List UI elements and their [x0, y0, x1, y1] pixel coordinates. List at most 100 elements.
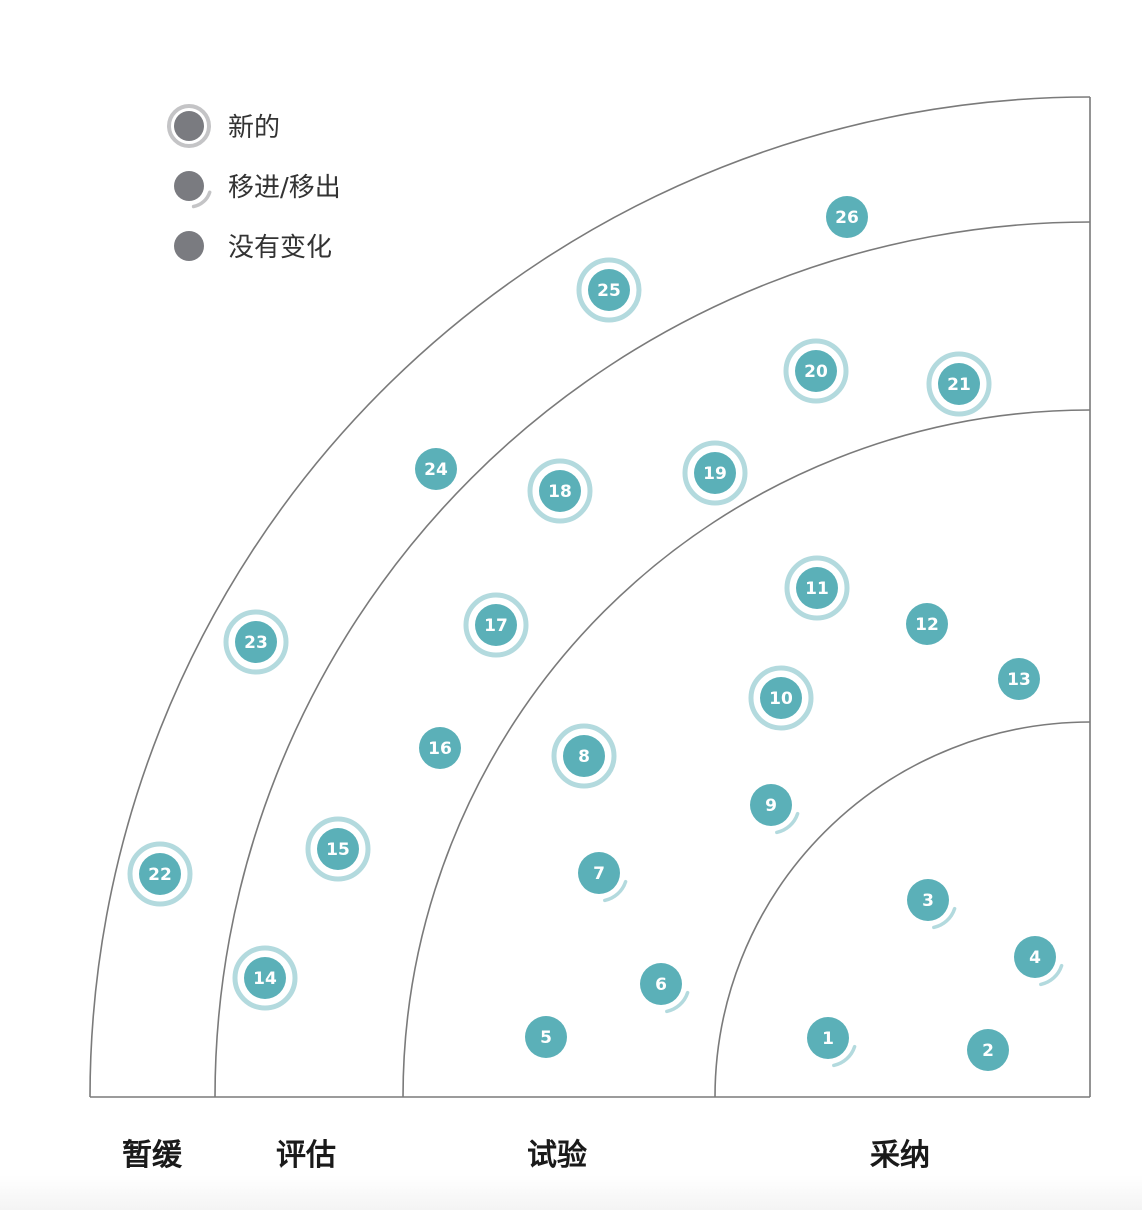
blip-3[interactable]: 3 [907, 879, 957, 930]
blip-23[interactable]: 23 [223, 609, 289, 675]
blip-dot [750, 784, 792, 826]
blip-8[interactable]: 8 [551, 723, 617, 789]
blip-dot [938, 363, 980, 405]
blip-dot [795, 350, 837, 392]
blip-dot [760, 677, 802, 719]
blip-2[interactable]: 2 [967, 1029, 1009, 1071]
ring-arc-adopt [714, 721, 1091, 1098]
ring-arc-hold [89, 96, 1091, 1098]
blip-new-ring [232, 945, 298, 1011]
legend: 新的 移进/移出 没有变化 [167, 104, 341, 263]
blip-number: 9 [765, 796, 777, 816]
blip-number: 24 [424, 460, 448, 480]
blip-22[interactable]: 22 [127, 841, 193, 907]
ring-label-hold: 暂缓 [122, 1138, 183, 1173]
blip-moved-arc [932, 906, 957, 930]
ring-label-adopt: 采纳 [870, 1138, 930, 1173]
legend-new-dot [174, 111, 204, 141]
blip-dot [244, 957, 286, 999]
blip-5[interactable]: 5 [525, 1016, 567, 1058]
blip-17[interactable]: 17 [463, 592, 529, 658]
blip-number: 4 [1029, 948, 1041, 968]
blip-7[interactable]: 7 [578, 852, 628, 903]
blip-number: 11 [805, 579, 829, 599]
blip-number: 3 [922, 891, 934, 911]
blip-number: 2 [982, 1041, 994, 1061]
legend-item-new: 新的 [167, 104, 280, 148]
blip-number: 18 [548, 482, 572, 502]
legend-unchanged-label: 没有变化 [228, 233, 332, 263]
blip-dot [906, 603, 948, 645]
blip-number: 23 [244, 633, 268, 653]
blip-25[interactable]: 25 [576, 257, 642, 323]
blip-dot [694, 452, 736, 494]
blip-16[interactable]: 16 [419, 727, 461, 769]
blip-6[interactable]: 6 [640, 963, 690, 1014]
legend-moved-dot [174, 171, 204, 201]
legend-item-unchanged: 没有变化 [174, 231, 332, 263]
blip-18[interactable]: 18 [527, 458, 593, 524]
blip-moved-arc [1039, 963, 1064, 987]
blip-number: 6 [655, 975, 667, 995]
blip-19[interactable]: 19 [682, 440, 748, 506]
blip-dot [588, 269, 630, 311]
blip-15[interactable]: 15 [305, 816, 371, 882]
blip-moved-arc [665, 990, 690, 1014]
blip-20[interactable]: 20 [783, 338, 849, 404]
blip-dot [640, 963, 682, 1005]
blip-dot [967, 1029, 1009, 1071]
blip-12[interactable]: 12 [906, 603, 948, 645]
blips: 1234567891011121314151617181920212223242… [127, 196, 1064, 1071]
blip-21[interactable]: 21 [926, 351, 992, 417]
blip-number: 15 [326, 840, 350, 860]
blip-dot [539, 470, 581, 512]
blip-number: 7 [593, 864, 605, 884]
blip-10[interactable]: 10 [748, 665, 814, 731]
blip-dot [139, 853, 181, 895]
legend-moved-arc [191, 190, 212, 209]
blip-number: 25 [597, 281, 621, 301]
blip-dot [796, 567, 838, 609]
blip-new-ring [551, 723, 617, 789]
blip-9[interactable]: 9 [750, 784, 800, 835]
blip-dot [826, 196, 868, 238]
blip-26[interactable]: 26 [826, 196, 868, 238]
blip-number: 20 [804, 362, 828, 382]
blip-11[interactable]: 11 [784, 555, 850, 621]
blip-13[interactable]: 13 [998, 658, 1040, 700]
blip-dot [563, 735, 605, 777]
radar-axes [90, 97, 1091, 1098]
blip-14[interactable]: 14 [232, 945, 298, 1011]
blip-dot [475, 604, 517, 646]
blip-dot [578, 852, 620, 894]
blip-dot [419, 727, 461, 769]
blip-new-ring [682, 440, 748, 506]
blip-number: 26 [835, 208, 859, 228]
blip-new-ring [127, 841, 193, 907]
blip-4[interactable]: 4 [1014, 936, 1064, 987]
blip-24[interactable]: 24 [415, 448, 457, 490]
legend-new-halo [167, 104, 211, 148]
blip-new-ring [223, 609, 289, 675]
blip-dot [525, 1016, 567, 1058]
ring-arc-assess [214, 221, 1091, 1098]
blip-new-ring [527, 458, 593, 524]
blip-number: 22 [148, 865, 172, 885]
legend-item-moved: 移进/移出 [174, 171, 341, 209]
ring-label-assess: 评估 [276, 1138, 336, 1173]
blip-dot [998, 658, 1040, 700]
blip-number: 1 [822, 1029, 834, 1049]
ring-arcs [89, 96, 1091, 1098]
blip-number: 19 [703, 464, 727, 484]
blip-new-ring [305, 816, 371, 882]
blip-number: 21 [947, 375, 971, 395]
blip-1[interactable]: 1 [807, 1017, 857, 1068]
blip-number: 14 [253, 969, 277, 989]
blip-dot [235, 621, 277, 663]
blip-number: 8 [578, 747, 590, 767]
blip-new-ring [926, 351, 992, 417]
blip-moved-arc [832, 1044, 857, 1068]
blip-moved-arc [603, 879, 628, 903]
